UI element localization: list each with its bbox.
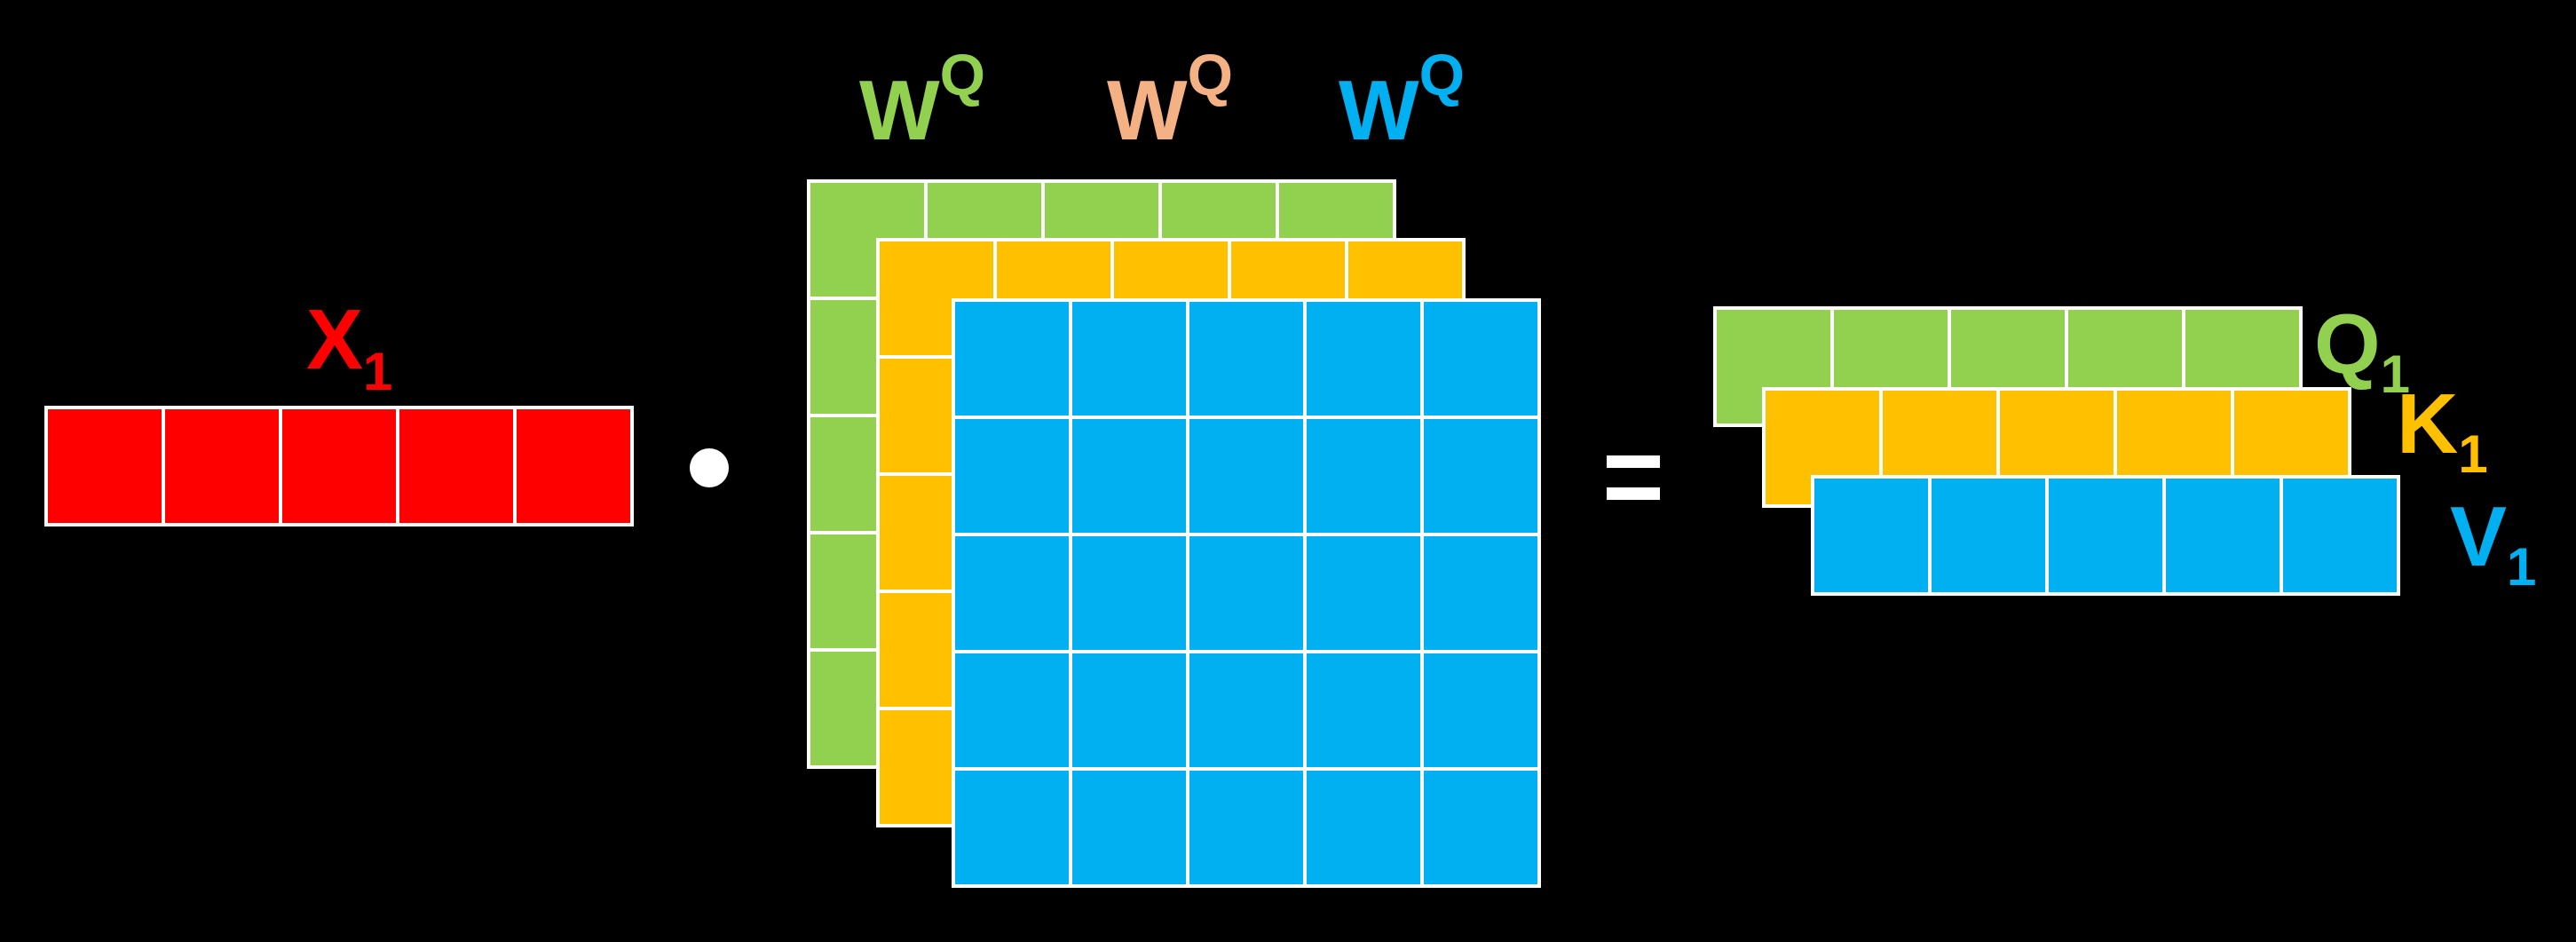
input-vector-cell [44, 406, 165, 526]
input-vector-label: X1 [306, 292, 392, 401]
weight-matrix-cell [1420, 533, 1541, 653]
weight-label-base: W [1107, 63, 1188, 158]
weight-matrices-stack [807, 179, 1541, 888]
output-label-base: K [2397, 376, 2458, 471]
weight-matrix-cell [1069, 533, 1189, 653]
weight-matrix-cell [1303, 767, 1424, 888]
weight-label-superscript: Q [1188, 42, 1233, 107]
output-vector-label: Q1 [2314, 297, 2410, 404]
weight-matrix-cell [1420, 416, 1541, 536]
weight-matrix-cell [1420, 767, 1541, 888]
input-vector-cell [279, 406, 399, 526]
output-vector-label: V1 [2450, 489, 2536, 597]
weight-label-base: W [859, 63, 940, 158]
weight-matrix-cell [1420, 650, 1541, 771]
input-label-subscript: 1 [363, 342, 392, 401]
weight-label: WQ [859, 42, 985, 158]
output-label-base: V [2450, 489, 2507, 584]
weight-matrix-cell [952, 767, 1072, 888]
weight-matrix-cell [1069, 767, 1189, 888]
weight-matrix-cell [1186, 416, 1307, 536]
input-vector-cell [396, 406, 517, 526]
weight-matrix-cell [1303, 650, 1424, 771]
weight-label: WQ [1107, 42, 1233, 158]
weight-matrix-cell [1186, 767, 1307, 888]
input-vector-cell [162, 406, 282, 526]
weight-matrix-cell [1069, 298, 1189, 419]
output-vector-cell [2280, 475, 2400, 596]
input-vector-cell [513, 406, 634, 526]
weight-matrix-cell [952, 650, 1072, 771]
output-vector-v1 [1811, 475, 2400, 596]
output-vectors [1713, 306, 2400, 596]
output-label-subscript: 1 [2458, 424, 2487, 484]
weight-matrix-blue [952, 298, 1541, 888]
weight-matrix-cell [1303, 298, 1424, 419]
dot-operator-icon [690, 448, 729, 487]
weight-matrix-cell [1186, 298, 1307, 419]
weight-label-superscript: Q [940, 42, 985, 107]
weight-label: WQ [1339, 42, 1465, 158]
weight-matrix-cell [1420, 298, 1541, 419]
weight-matrix-cell [1303, 533, 1424, 653]
output-vector-cell [2162, 475, 2283, 596]
output-label-base: Q [2314, 297, 2381, 392]
weight-matrix-cell [1186, 533, 1307, 653]
weight-matrix-cell [952, 416, 1072, 536]
weight-matrix-cell [1186, 650, 1307, 771]
equals-operator-icon [1607, 455, 1660, 500]
output-vector-cell [1928, 475, 2049, 596]
output-label-subscript: 1 [2507, 537, 2536, 597]
output-label-subscript: 1 [2381, 344, 2410, 404]
weight-matrix-cell [1069, 416, 1189, 536]
weight-matrix-cell [1069, 650, 1189, 771]
input-label-base: X [306, 292, 363, 387]
output-vector-cell [2045, 475, 2166, 596]
weight-matrix-cell [1303, 416, 1424, 536]
weight-label-base: W [1339, 63, 1419, 158]
weight-matrix-cell [952, 533, 1072, 653]
output-vector-cell [1811, 475, 1932, 596]
input-vector-x1 [44, 406, 634, 526]
weight-matrix-cell [952, 298, 1072, 419]
weight-label-superscript: Q [1419, 42, 1465, 107]
output-vector-label: K1 [2397, 376, 2488, 484]
